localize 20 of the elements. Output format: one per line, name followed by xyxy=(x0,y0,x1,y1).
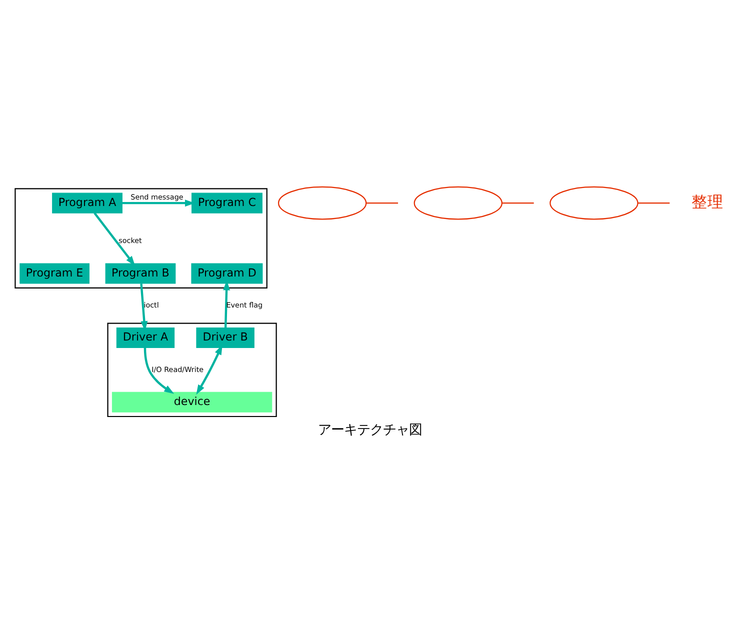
label: 整理 xyxy=(692,192,724,210)
node-box: Program A xyxy=(52,192,122,213)
node-box: Program E xyxy=(20,262,90,284)
arrow xyxy=(144,347,174,394)
arrow xyxy=(94,212,136,266)
connector xyxy=(502,202,534,204)
node-box: device xyxy=(112,391,272,412)
connector xyxy=(366,202,398,204)
node-box: Driver A xyxy=(116,327,175,348)
node-box: Program D xyxy=(191,262,263,284)
caption: アーキテクチャ図 xyxy=(318,422,422,438)
node-ellipse xyxy=(550,186,638,220)
connector xyxy=(638,202,670,204)
node-box: Driver B xyxy=(196,327,254,348)
node-box: Program B xyxy=(105,262,176,284)
cluster xyxy=(14,188,268,288)
cluster xyxy=(107,322,277,417)
node-box: Program C xyxy=(192,192,262,213)
node-ellipse xyxy=(414,186,502,220)
node-ellipse xyxy=(278,186,367,220)
